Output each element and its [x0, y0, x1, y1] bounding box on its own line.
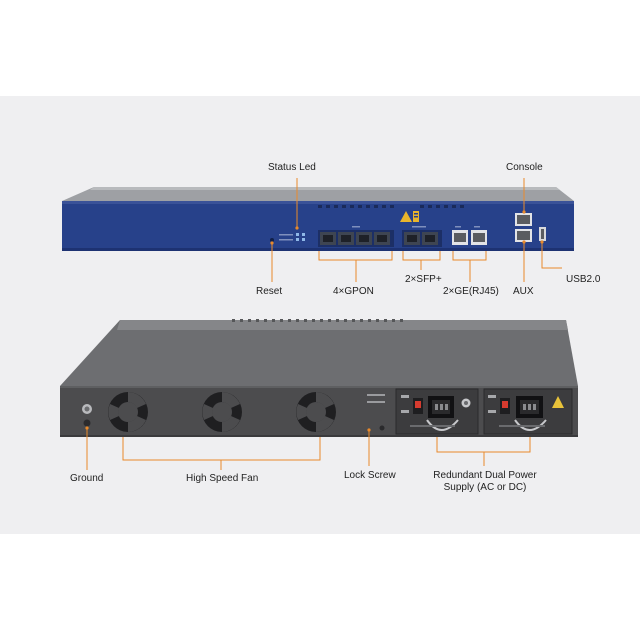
gpon-ports — [318, 226, 394, 247]
fan-2-icon — [202, 392, 242, 432]
power-module-1 — [395, 388, 479, 435]
label-power-line-2: Supply (AC or DC) — [443, 482, 527, 493]
rear-top-cover — [60, 320, 578, 386]
background-band — [0, 96, 640, 534]
label-status-led: Status Led — [268, 162, 316, 173]
rear-device — [60, 319, 578, 437]
label-console: Console — [506, 162, 543, 173]
sfp-ports — [402, 226, 442, 247]
reset-button-hole — [270, 238, 274, 242]
ge-rj45-ports — [452, 226, 487, 245]
front-panel — [62, 201, 574, 251]
fan-3-icon — [296, 392, 336, 432]
label-lock-screw: Lock Screw — [344, 470, 396, 481]
label-aux: AUX — [513, 286, 534, 297]
label-power-line-1: Redundant Dual Power — [433, 470, 537, 481]
label-sfp: 2×SFP+ — [405, 274, 442, 285]
label-reset: Reset — [256, 286, 283, 297]
brand-logo-icon — [400, 211, 419, 222]
usb-port — [539, 227, 546, 241]
front-device — [62, 187, 574, 251]
power-module-2 — [483, 388, 573, 435]
label-ge: 2×GE(RJ45) — [443, 286, 499, 297]
front-top-cover — [62, 187, 574, 201]
label-usb: USB2.0 — [566, 274, 601, 285]
fan-1-icon — [108, 392, 148, 432]
lock-screw-icon — [379, 425, 385, 431]
console-aux-ports — [515, 213, 532, 242]
label-power-supply: Redundant Dual Power Supply (AC or DC) — [424, 470, 546, 494]
label-gpon: 4×GPON — [333, 286, 374, 297]
rear-callout-lines — [86, 428, 531, 470]
label-ground: Ground — [70, 473, 104, 484]
status-led-group — [279, 233, 305, 241]
ground-screw-icon — [82, 404, 92, 427]
front-callout-lines — [271, 178, 562, 282]
label-fan: High Speed Fan — [186, 473, 259, 484]
